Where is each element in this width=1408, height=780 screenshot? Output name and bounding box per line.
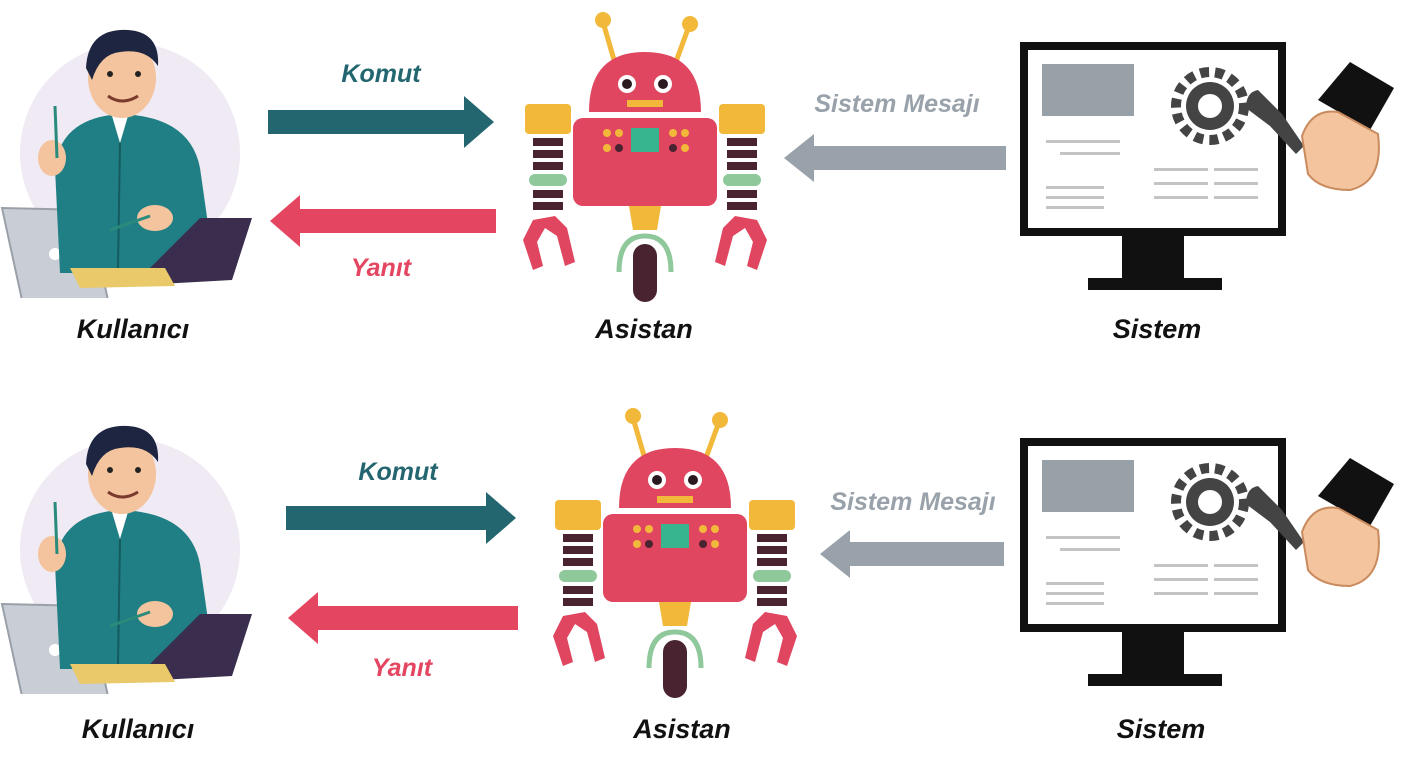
monitor-icon — [1020, 438, 1394, 686]
assistant-label: Asistan — [595, 314, 693, 344]
system-message-arrow — [784, 134, 1006, 182]
robot-icon — [523, 12, 767, 302]
wrench-icon — [1246, 62, 1394, 192]
gear-icon — [1171, 463, 1249, 541]
wrench-icon — [1246, 458, 1394, 588]
assistant-label: Asistan — [633, 714, 731, 744]
system-label: Sistem — [1112, 314, 1202, 344]
response-arrow — [288, 592, 518, 644]
response-label: Yanıt — [371, 654, 433, 682]
system-label: Sistem — [1116, 714, 1206, 744]
user-icon — [0, 425, 252, 694]
response-arrow — [270, 195, 496, 247]
command-label: Komut — [341, 60, 421, 88]
command-arrow — [286, 492, 516, 544]
user-icon — [0, 29, 252, 298]
command-label: Komut — [358, 458, 438, 486]
command-arrow — [268, 96, 494, 148]
user-label: Kullanıcı — [81, 714, 195, 744]
robot-icon — [553, 408, 797, 698]
system-message-label: Sistem Mesajı — [814, 90, 980, 118]
user-label: Kullanıcı — [76, 314, 190, 344]
monitor-icon — [1020, 42, 1394, 290]
gear-icon — [1171, 67, 1249, 145]
system-message-label: Sistem Mesajı — [830, 488, 996, 516]
response-label: Yanıt — [350, 254, 412, 282]
system-message-arrow — [820, 530, 1004, 578]
panel-top: Komut Yanıt — [0, 0, 1408, 384]
panel-bottom: Komut Yanıt — [0, 396, 1408, 780]
